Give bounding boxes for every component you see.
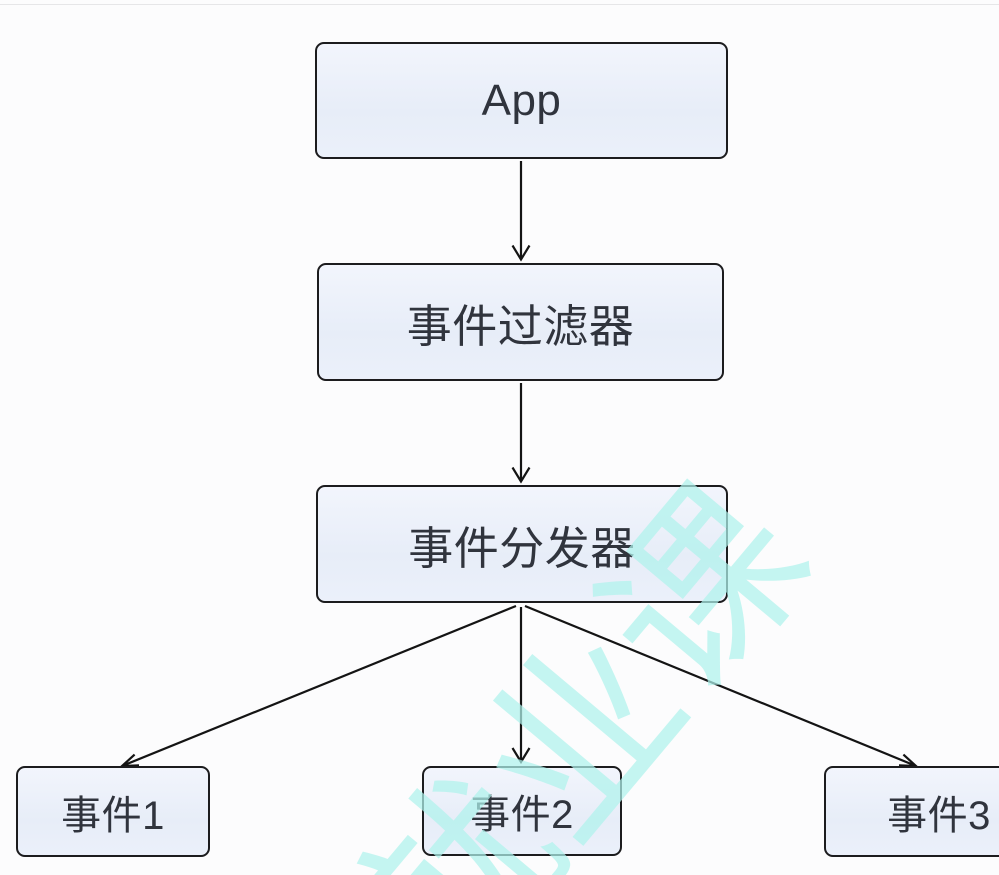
node-event-1: 事件1: [16, 766, 210, 857]
node-app-label: App: [481, 75, 562, 125]
top-divider: [0, 4, 999, 5]
edge-dispatcher-to-event2: [511, 607, 531, 765]
node-event-1-label: 事件1: [61, 793, 165, 838]
node-event-3-label: 事件3: [887, 793, 991, 838]
node-event-filter: 事件过滤器: [317, 263, 724, 381]
edge-dispatcher-to-event1: [119, 604, 517, 768]
node-event-dispatcher-label: 事件分发器: [408, 522, 636, 574]
node-event-dispatcher: 事件分发器: [316, 485, 728, 603]
edge-filter-to-dispatcher: [511, 383, 531, 484]
edge-dispatcher-to-event3: [524, 604, 919, 768]
node-event-filter-label: 事件过滤器: [406, 300, 635, 352]
node-event-3: 事件3: [824, 766, 999, 857]
edge-app-to-filter: [511, 161, 531, 262]
node-app: App: [315, 42, 728, 159]
node-event-2: 事件2: [422, 766, 622, 856]
node-event-2-label: 事件2: [470, 793, 574, 837]
